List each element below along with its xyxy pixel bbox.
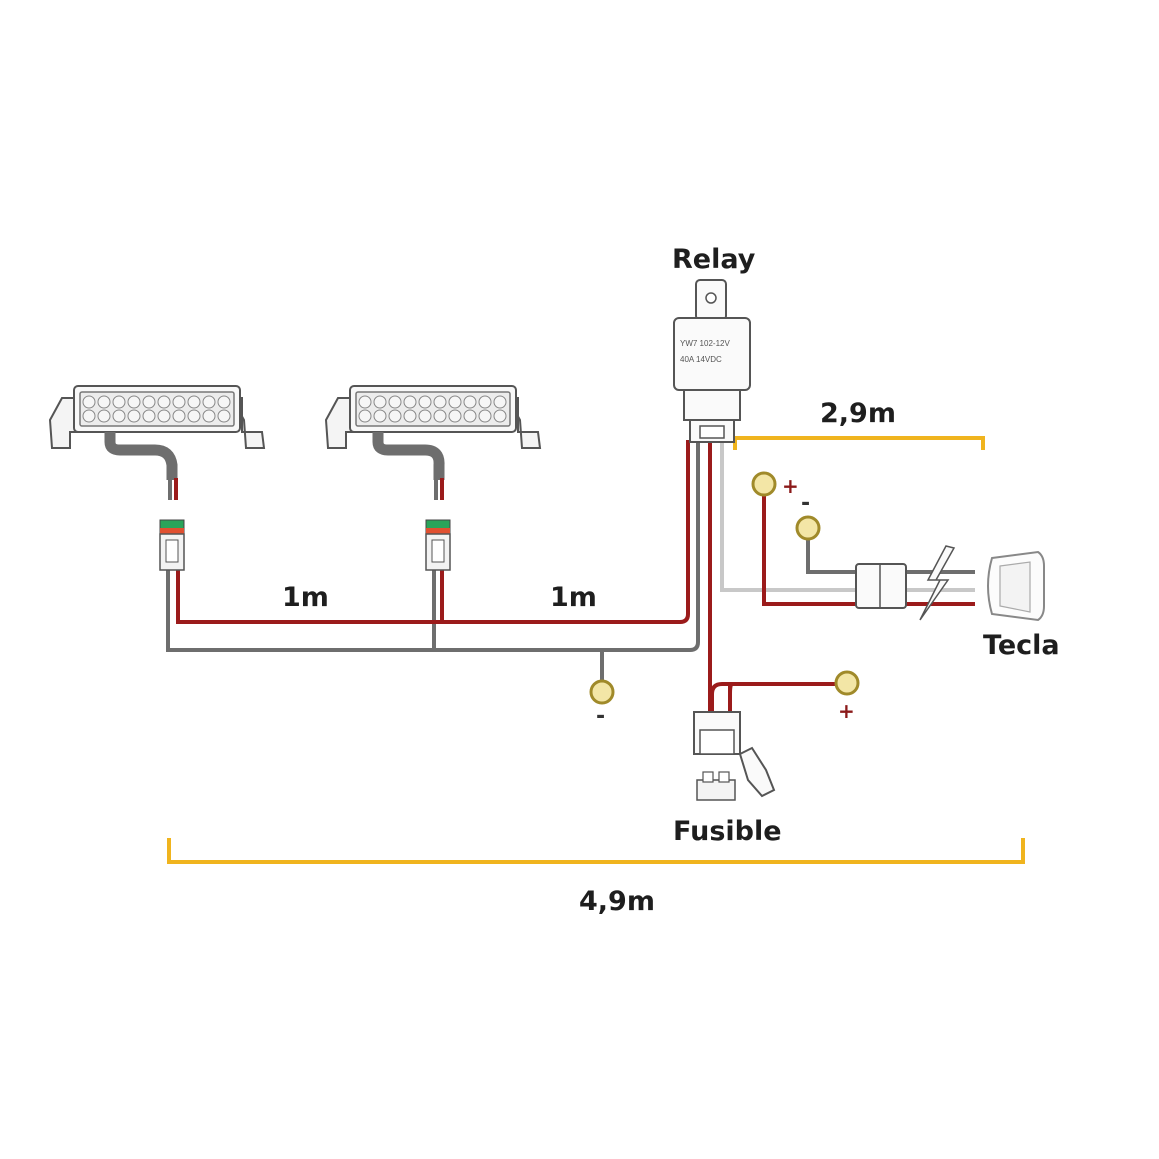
switch-label: Tecla bbox=[983, 630, 1060, 661]
dimension-line-switch bbox=[733, 436, 985, 450]
total-length-label: 4,9m bbox=[579, 886, 655, 917]
ground-terminal-main: - bbox=[589, 679, 615, 729]
relay: YW7 102-12V 40A 14VDC bbox=[673, 279, 751, 443]
negative-sign: - bbox=[596, 704, 605, 729]
fuse-label: Fusible bbox=[673, 816, 782, 847]
light-bar-2 bbox=[324, 385, 542, 500]
relay-model-text: YW7 102-12V bbox=[680, 339, 730, 348]
negative-sign: - bbox=[801, 491, 810, 516]
relay-label: Relay bbox=[672, 244, 756, 275]
led-row bbox=[358, 395, 507, 423]
segment-2-length-label: 1m bbox=[550, 582, 597, 613]
led-row bbox=[82, 395, 231, 423]
connector-2 bbox=[425, 519, 451, 571]
positive-terminal-battery: + bbox=[834, 670, 860, 723]
positive-sign: + bbox=[838, 699, 855, 723]
light-bar-1 bbox=[48, 385, 266, 500]
positive-wire bbox=[176, 440, 690, 624]
positive-terminal-switch: + bbox=[751, 471, 799, 498]
relay-rating-text: 40A 14VDC bbox=[680, 355, 722, 364]
switch-ground-wire bbox=[806, 540, 975, 574]
rocker-switch bbox=[855, 545, 1045, 622]
segment-1-length-label: 1m bbox=[282, 582, 329, 613]
positive-sign: + bbox=[782, 474, 799, 498]
fuse-wire bbox=[708, 440, 840, 712]
dimension-line-total bbox=[167, 838, 1025, 864]
switch-length-label: 2,9m bbox=[820, 398, 896, 429]
connector-1 bbox=[159, 519, 185, 571]
ground-wire bbox=[166, 440, 700, 680]
ground-terminal-switch: - bbox=[795, 491, 821, 541]
fuse-holder bbox=[693, 711, 776, 801]
